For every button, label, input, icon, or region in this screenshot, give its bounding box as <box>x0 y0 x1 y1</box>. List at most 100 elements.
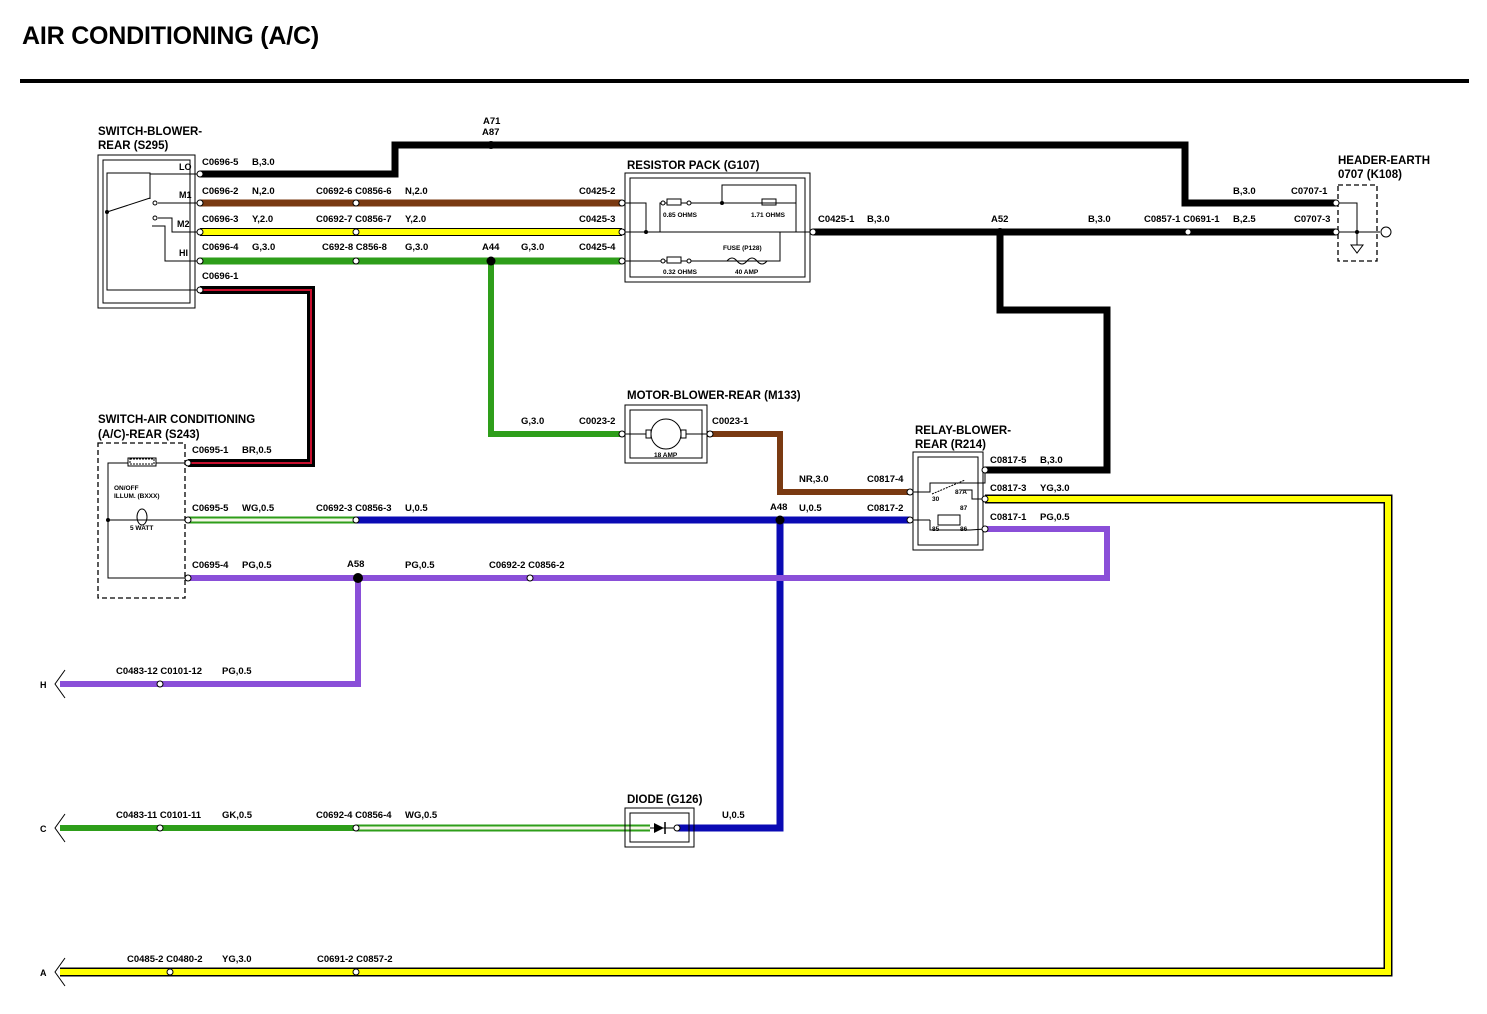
wire-label: C692-8 C856-8 <box>322 242 387 253</box>
wire-label: C0695-4 <box>192 560 229 571</box>
wire-label: C0692-7 C0856-7 <box>316 214 392 225</box>
r2-value: 1.71 OHMS <box>751 212 786 219</box>
splice-label-a87: A87 <box>482 127 499 138</box>
connector-dot <box>352 516 360 524</box>
wire-label: Y,2.0 <box>252 214 273 225</box>
wire-u-blue-diode <box>677 520 784 832</box>
wire-label: YG,3.0 <box>1040 483 1070 494</box>
fuse-name: FUSE (P128) <box>723 245 762 252</box>
wire-label: C0695-1 <box>192 445 229 456</box>
resistor-pack-inner <box>629 177 806 278</box>
relay-name-2: REAR (R214) <box>915 439 986 451</box>
motor-rating: 18 AMP <box>654 452 678 459</box>
switch-ac-name-2: (A/C)-REAR (S243) <box>98 429 200 441</box>
splice-label-a44: A44 <box>482 242 500 253</box>
edge-ref-h: H <box>40 680 47 690</box>
switch-blower-name-1: SWITCH-BLOWER- <box>98 126 202 138</box>
wire-label: B,3.0 <box>1040 455 1063 466</box>
connector-dots <box>156 199 1192 976</box>
wire-label: N,2.0 <box>252 186 275 197</box>
splice-label-a52: A52 <box>991 214 1008 225</box>
wire-label: C0817-1 <box>990 512 1027 523</box>
wire-label: GK,0.5 <box>222 810 253 821</box>
relay-pin-86: 86 <box>960 526 968 533</box>
wires <box>60 141 1393 977</box>
wire-label: C0696-4 <box>202 242 239 253</box>
wire-label: WG,0.5 <box>242 503 275 514</box>
connector-dot <box>166 968 174 976</box>
relay-pin-30: 30 <box>932 496 940 503</box>
relay-blower-rear: RELAY-BLOWER- REAR (R214) 30 87A 87 85 8… <box>910 425 1011 551</box>
motor-blower-rear: MOTOR-BLOWER-REAR (M133) 18 AMP <box>622 390 801 464</box>
wire-label: G,3.0 <box>521 242 544 253</box>
splice-points <box>353 141 1004 583</box>
resistor-pack-outer <box>624 172 811 283</box>
splice-a48 <box>775 515 785 525</box>
edge-references <box>54 669 66 987</box>
wire-pg-purple <box>188 526 1110 581</box>
wire-label: YG,3.0 <box>222 954 252 965</box>
pin-lo: LO <box>179 162 192 172</box>
wire-labels: C0696-5 B,3.0 C0696-2 N,2.0 C0692-6 C085… <box>116 157 1330 965</box>
wire-label: B,3.0 <box>252 157 275 168</box>
splice-a52 <box>996 228 1004 236</box>
relay-pin-85: 85 <box>932 526 940 533</box>
wire-label: C0696-3 <box>202 214 238 225</box>
page-title: AIR CONDITIONING (A/C) <box>22 22 319 50</box>
splice-a58 <box>353 573 363 583</box>
wire-label: BR,0.5 <box>242 445 272 456</box>
wire-label: C0857-1 C0691-1 <box>1144 214 1220 225</box>
pin-m1: M1 <box>179 190 192 200</box>
wire-label: C0696-2 <box>202 186 238 197</box>
resistor-pack: RESISTOR PACK (G107) 0.85 OHMS 1.71 OHMS… <box>622 160 813 283</box>
wire-label: B,3.0 <box>867 214 890 225</box>
pin-hi: HI <box>179 248 188 258</box>
wire-label: C0695-5 <box>192 503 229 514</box>
wire-label: WG,0.5 <box>405 810 438 821</box>
relay-pin-87a: 87A <box>955 489 967 496</box>
header-earth-name-1: HEADER-EARTH <box>1338 155 1430 167</box>
splice-labels: A71 A87 A52 A44 A48 A58 <box>347 116 1008 570</box>
illum-line-2: ILLUM. (BXXX) <box>114 493 160 500</box>
motor-name: MOTOR-BLOWER-REAR (M133) <box>627 390 801 402</box>
wire-label: C0692-2 C0856-2 <box>489 560 565 571</box>
relay-outer <box>912 451 984 551</box>
wire-label: C0023-1 <box>712 416 749 427</box>
r1-value: 0.85 OHMS <box>663 212 698 219</box>
wire-a-yg <box>60 496 1391 975</box>
switch-ac-rear: SWITCH-AIR CONDITIONING (A/C)-REAR (S243… <box>97 414 255 599</box>
wire-motor-out-brown <box>707 431 910 495</box>
wire-label: C0817-4 <box>867 474 904 485</box>
wire-label: PG,0.5 <box>242 560 272 571</box>
diode-outer <box>624 807 695 848</box>
wire-label: C0425-1 <box>818 214 855 225</box>
wire-label: C0425-3 <box>579 214 615 225</box>
connector-dot <box>352 228 360 236</box>
wire-label: G,3.0 <box>405 242 428 253</box>
wire-label: C0425-2 <box>579 186 615 197</box>
wire-a52-relay-black <box>985 232 1111 474</box>
wire-label: U,0.5 <box>722 810 745 821</box>
header-earth-name-2: 0707 (K108) <box>1338 169 1402 181</box>
r3-value: 0.32 OHMS <box>663 269 698 276</box>
header-earth: HEADER-EARTH 0707 (K108) <box>1336 155 1430 262</box>
connector-dot <box>352 968 360 976</box>
terminal-pins <box>184 170 1340 832</box>
edge-ref-a: A <box>40 968 47 978</box>
wire-label: PG,0.5 <box>405 560 435 571</box>
relay-pin-87: 87 <box>960 505 968 512</box>
wire-label: C0696-5 <box>202 157 239 168</box>
connector-dot <box>352 199 360 207</box>
wire-label: C0707-3 <box>1294 214 1330 225</box>
wire-label: PG,0.5 <box>222 666 252 677</box>
wire-label: C0707-1 <box>1291 186 1328 197</box>
diode-name: DIODE (G126) <box>627 794 703 806</box>
wire-label: C0817-2 <box>867 503 903 514</box>
wire-label: U,0.5 <box>405 503 428 514</box>
illum-line-1: ON/OFF <box>114 485 139 492</box>
splice-label-a71: A71 <box>483 116 501 127</box>
wire-label: NR,3.0 <box>799 474 829 485</box>
wire-label: C0483-12 C0101-12 <box>116 666 202 677</box>
wire-label: C0023-2 <box>579 416 615 427</box>
